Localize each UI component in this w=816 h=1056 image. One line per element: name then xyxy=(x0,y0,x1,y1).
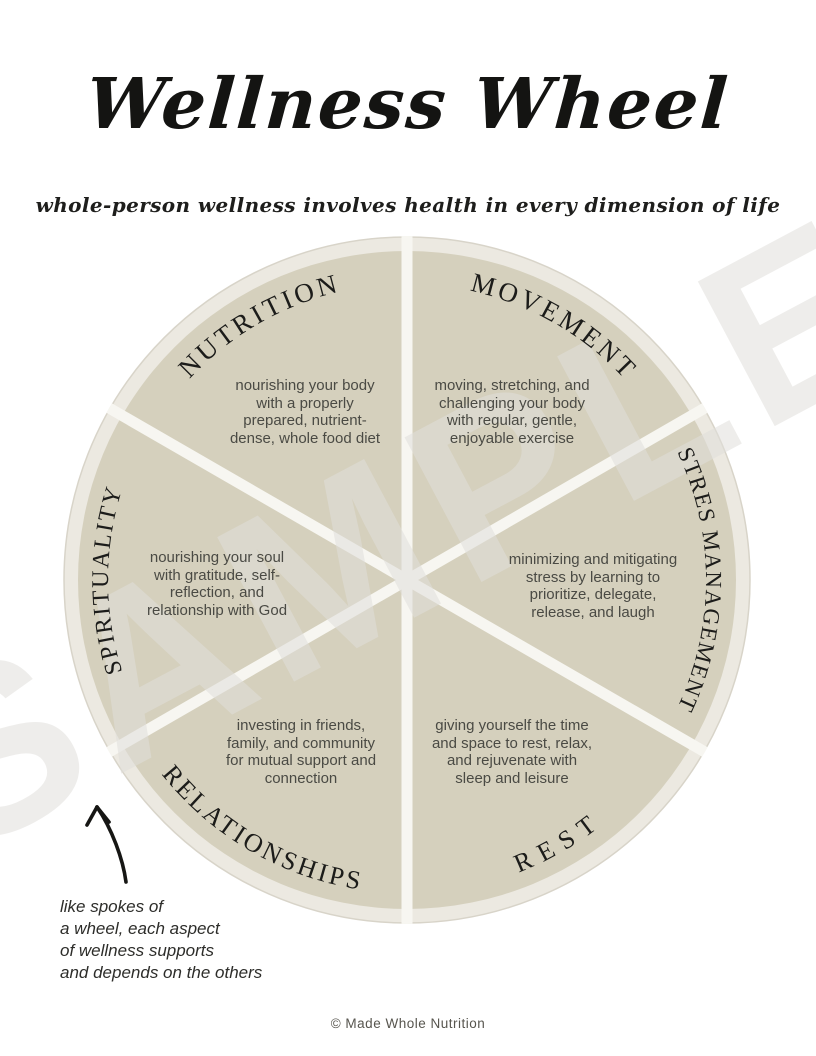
segment-label-movement: MOVEMENT xyxy=(468,267,644,385)
segment-label-rest: REST xyxy=(510,805,609,879)
page-subtitle: whole-person wellness involves health in… xyxy=(35,193,781,217)
annotation-text: like spokes of a wheel, each aspect of w… xyxy=(60,897,263,982)
wheel-graphic xyxy=(63,236,751,924)
segment-description-nutrition: nourishing your body with a properly pre… xyxy=(229,377,381,447)
segment-description-stress-management: minimizing and mitigating stress by lear… xyxy=(508,551,678,621)
segment-description-relationships: investing in friends, family, and commun… xyxy=(225,717,377,787)
wheel-spoke xyxy=(105,402,709,758)
segment-label-stress-management: STRES MANAGEMENT xyxy=(673,443,726,716)
segment-label-nutrition: NUTRITION xyxy=(172,268,343,383)
wheel-labels: NUTRITION MOVEMENT STRES MANAGEMENT REST… xyxy=(88,267,726,896)
curved-arrow-icon xyxy=(85,805,128,884)
segment-description-movement: moving, stretching, and challenging your… xyxy=(434,377,590,447)
footer-credit: © Made Whole Nutrition xyxy=(330,1016,486,1031)
page-title: Wellness Wheel xyxy=(83,62,733,145)
wheel-spokes xyxy=(105,236,709,924)
segment-description-spirituality: nourishing your soul with gratitude, sel… xyxy=(146,549,288,619)
segment-label-spirituality: SPIRITUALITY xyxy=(88,483,128,678)
segment-description-rest: giving yourself the time and space to re… xyxy=(431,717,593,787)
